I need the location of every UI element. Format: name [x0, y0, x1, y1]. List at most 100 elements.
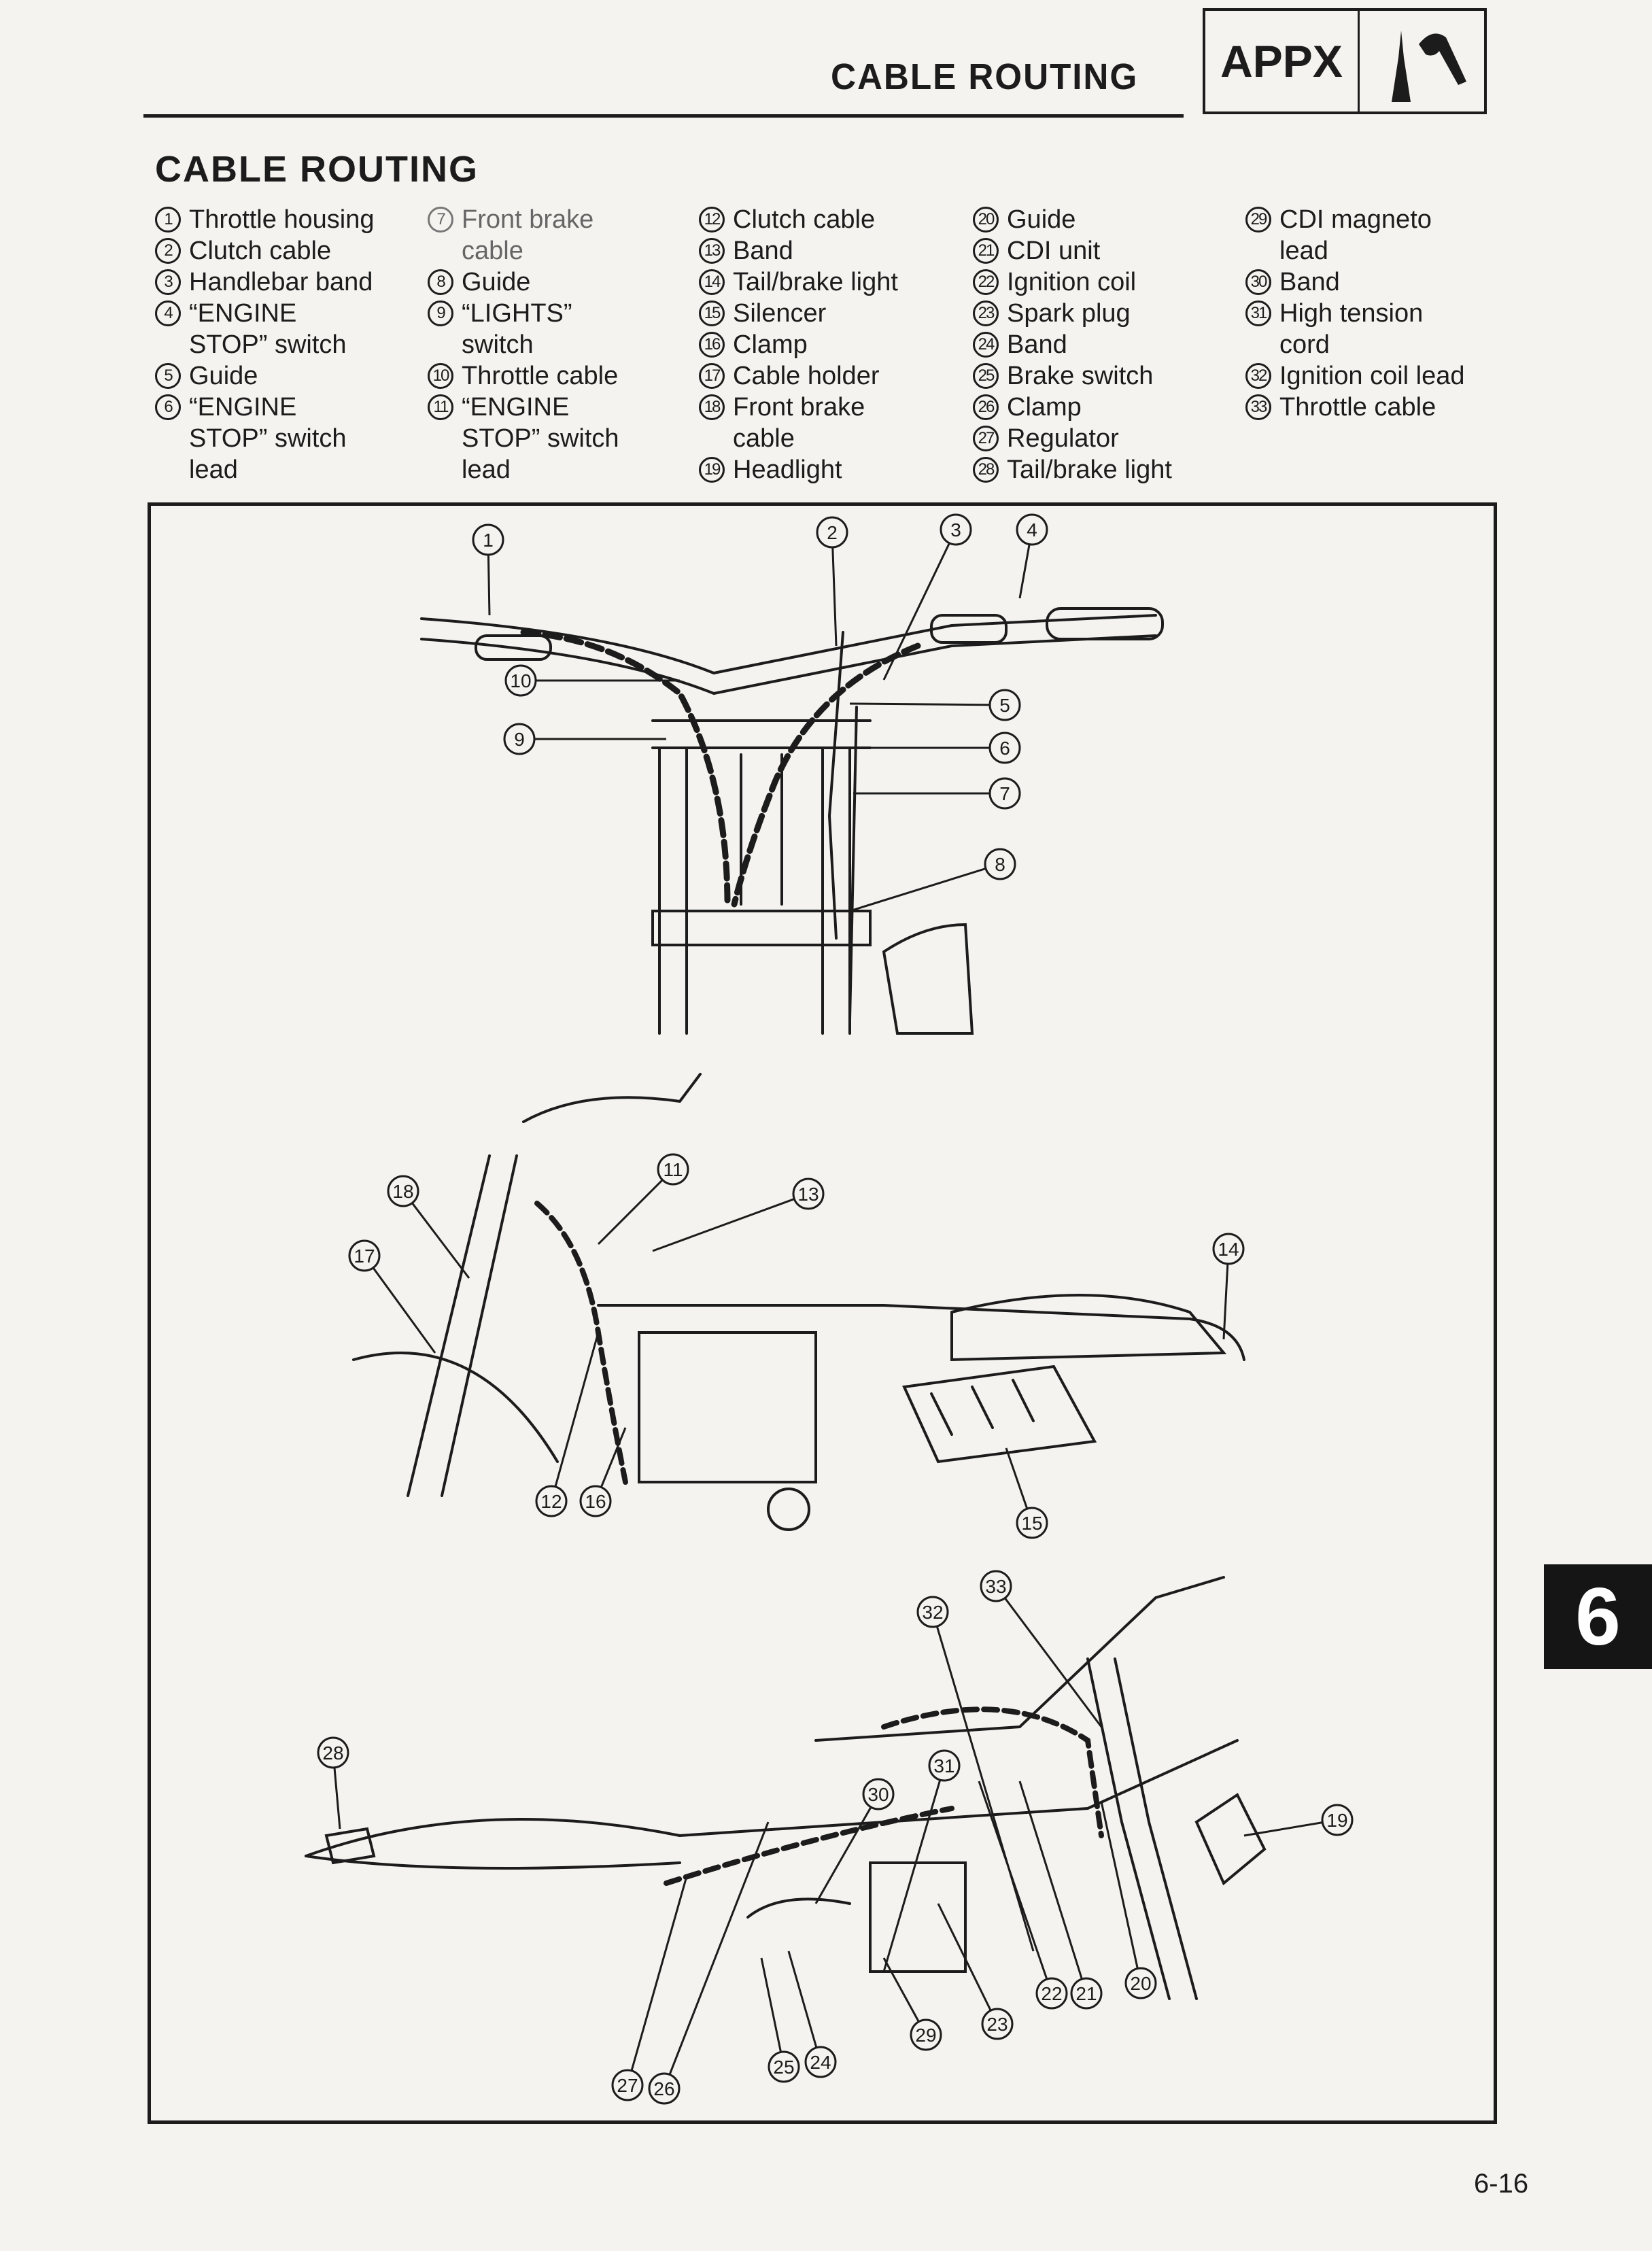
- callout-29: 29: [882, 1957, 942, 2051]
- legend-label: “LIGHTS” switch: [462, 299, 572, 359]
- callout-circle: [1070, 1977, 1103, 2010]
- callout-12: 12: [535, 1332, 600, 1517]
- appx-badge: APPX: [1203, 8, 1487, 114]
- callout-25: 25: [760, 1957, 800, 2083]
- callout-20: 20: [1100, 1801, 1157, 1999]
- page-title: CABLE ROUTING: [155, 149, 479, 190]
- callout-number: 25: [773, 2057, 794, 2078]
- legend-number: 2: [155, 238, 181, 264]
- legend-number: 28: [973, 457, 999, 483]
- callout-22: 22: [978, 1781, 1068, 2010]
- legend-label: CDI magneto lead: [1279, 205, 1432, 265]
- leader-line: [814, 1793, 880, 1904]
- callout-number: 13: [797, 1184, 819, 1205]
- legend-number: 24: [973, 332, 999, 358]
- leader-line: [882, 1765, 946, 1972]
- leader-line: [978, 1781, 1053, 1994]
- callout-number: 12: [540, 1491, 562, 1512]
- header-rule: [143, 114, 1184, 118]
- legend-number: 27: [973, 426, 999, 451]
- chapter-tab[interactable]: 6: [1544, 1564, 1652, 1669]
- callout-32: 32: [916, 1596, 1035, 1952]
- callout-21: 21: [1018, 1781, 1103, 2010]
- legend-number: 21: [973, 238, 999, 264]
- legend-number: 18: [699, 394, 725, 420]
- callout-number: 30: [867, 1784, 889, 1805]
- legend-label: Clamp: [1007, 393, 1082, 422]
- legend-label: Clutch cable: [189, 237, 332, 265]
- callout-26: 26: [648, 1821, 770, 2105]
- legend-item: 6“ENGINE STOP” switch lead: [155, 392, 375, 485]
- callout-33: 33: [980, 1570, 1103, 1728]
- callout-19: 19: [1243, 1804, 1354, 1837]
- legend-number: 12: [699, 207, 725, 233]
- legend-label: Throttle cable: [462, 362, 619, 390]
- legend-label: Tail/brake light: [733, 268, 898, 296]
- callout-28: 28: [317, 1736, 349, 1829]
- callout-13: 13: [652, 1178, 825, 1252]
- legend-number: 33: [1245, 394, 1271, 420]
- legend-label: “ENGINE STOP” switch lead: [462, 393, 619, 484]
- callout-circle: [1016, 513, 1048, 546]
- callout-number: 24: [810, 2052, 831, 2073]
- legend-label: Regulator: [1007, 424, 1119, 453]
- legend-label: Throttle cable: [1279, 393, 1436, 422]
- callout-number: 8: [995, 854, 1005, 875]
- legend-label: Spark plug: [1007, 299, 1131, 328]
- leader-line: [849, 863, 1001, 912]
- leader-line: [597, 1168, 674, 1245]
- legend-label: Band: [1007, 330, 1067, 359]
- callout-number: 2: [827, 522, 838, 543]
- legend-number: 8: [428, 269, 453, 295]
- callout-circle: [387, 1175, 419, 1207]
- leader-line: [995, 1585, 1103, 1728]
- callout-circle: [1212, 1233, 1245, 1265]
- callout-circle: [792, 1178, 825, 1210]
- callout-18: 18: [387, 1175, 470, 1279]
- legend-number: 9: [428, 300, 453, 326]
- legend-label: Clamp: [733, 330, 808, 359]
- legend-number: 1: [155, 207, 181, 233]
- callout-circle: [657, 1153, 689, 1186]
- callout-number: 17: [354, 1245, 375, 1267]
- callout-circle: [862, 1778, 895, 1810]
- callout-circle: [910, 2018, 942, 2051]
- callout-number: 22: [1041, 1983, 1062, 2004]
- leader-line: [760, 1957, 785, 2067]
- callout-number: 31: [933, 1755, 954, 1776]
- callout-circle: [940, 513, 972, 546]
- callout-3: 3: [882, 513, 972, 681]
- callout-circle: [981, 2008, 1014, 2040]
- legend-number: 30: [1245, 269, 1271, 295]
- callout-circle: [611, 2069, 644, 2101]
- leader-line: [931, 1611, 1035, 1952]
- legend-label: “ENGINE STOP” switch: [189, 299, 347, 359]
- legend-number: 11: [428, 394, 453, 420]
- callout-17: 17: [348, 1239, 436, 1354]
- callout-6: 6: [836, 732, 1021, 764]
- callout-circle: [579, 1485, 612, 1517]
- legend-item: 9 “LIGHTS” switch: [428, 298, 619, 360]
- legend-number: 7: [428, 207, 453, 233]
- legend-item: 33 Throttle cable: [1245, 392, 1465, 423]
- legend-item: 4“ENGINE STOP” switch: [155, 298, 375, 360]
- leader-line: [550, 1332, 600, 1502]
